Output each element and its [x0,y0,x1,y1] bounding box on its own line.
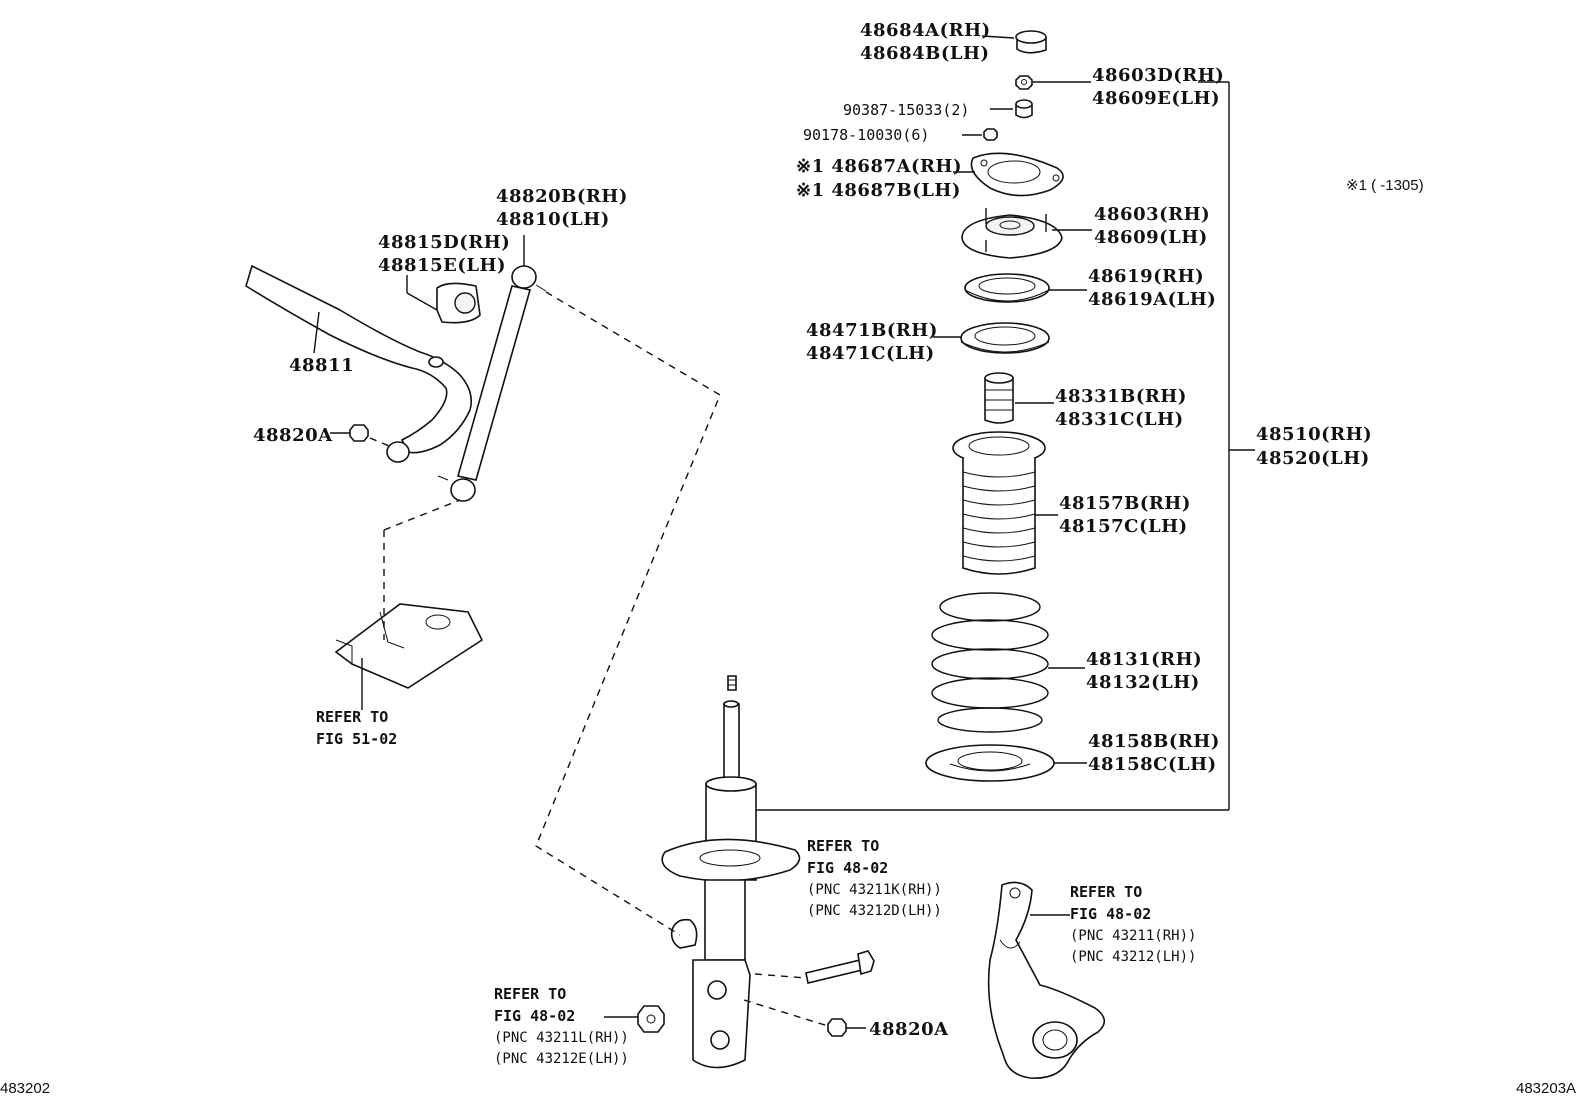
refer-to-label: FIG 48-02 [807,859,888,877]
part-label: 48510(RH) [1256,424,1372,445]
part-label: 48619A(LH) [1088,289,1216,310]
pnc-label: (PNC 43211(RH)) [1070,928,1196,944]
part-label: 48132(LH) [1086,672,1200,693]
part-label: 48520(LH) [1256,448,1370,469]
cushion-part [1015,99,1033,119]
pnc-label: (PNC 43212E(LH)) [494,1051,629,1067]
assembly-bracket [740,82,1255,811]
part-label: 48684A(RH) [860,20,991,41]
pnc-label: (PNC 43211L(RH)) [494,1030,629,1046]
figure-id-left: 483202 [0,1080,50,1097]
bushing-part [386,441,410,463]
bushing-part [436,282,481,324]
dashed-line [369,437,395,449]
leader-line [406,292,438,311]
part-label: 48158C(LH) [1088,754,1217,775]
steering-knuckle-part [987,881,1106,1079]
dust-seal-part [970,152,1064,197]
part-label: 48820B(RH) [496,186,628,207]
leader-line [313,311,320,354]
bushing-part [428,356,444,368]
refer-to-label: REFER TO [1070,883,1142,901]
nut-part [827,1018,847,1037]
dashed-line [535,291,721,936]
part-label: 48684B(LH) [860,43,990,64]
part-label: 48820A [253,425,333,446]
dashed-line [383,499,461,531]
spring-insulator-part [964,273,1050,303]
dust-cap-part [1015,30,1047,54]
dust-boot-part [952,431,1046,575]
nut-part [349,424,369,442]
refer-to-label: FIG 48-02 [494,1007,575,1025]
nut-part [637,1005,665,1033]
nut-part [1015,75,1033,90]
part-label: 48815D(RH) [378,232,510,253]
dashed-line [743,999,829,1027]
refer-to-label: REFER TO [494,985,566,1003]
part-label: 48810(LH) [496,209,610,230]
part-label: 48331B(RH) [1055,386,1187,407]
bound-stopper-part [984,372,1014,424]
bracket-part [334,603,484,689]
coil-spring-part [931,592,1049,733]
part-label: 48157B(RH) [1059,493,1191,514]
stabilizer-bar-part [245,264,473,454]
pnc-label: (PNC 43212(LH)) [1070,949,1196,965]
part-label: 48157C(LH) [1059,516,1188,537]
part-label: 48815E(LH) [378,255,506,276]
leader-line [981,35,1015,39]
part-label: 48609E(LH) [1092,88,1220,109]
dashed-line [754,973,807,979]
bearing-part [960,322,1050,354]
part-label: 90387-15033(2) [843,101,969,119]
refer-to-label: FIG 51-02 [316,730,397,748]
support-part [961,208,1063,259]
part-label: 48609(LH) [1094,227,1208,248]
lower-insulator-part [925,744,1055,782]
part-label: 48619(RH) [1088,266,1204,287]
part-label: 48603D(RH) [1092,65,1224,86]
applicability-note: ※1 ( -1305) [1346,177,1424,194]
part-label: 48131(RH) [1086,649,1202,670]
part-label: ※1 48687A(RH) [796,156,962,177]
bolt-part [805,950,875,984]
refer-to-label: FIG 48-02 [1070,905,1151,923]
pnc-label: (PNC 43212D(LH)) [807,903,942,919]
part-label: 48471C(LH) [806,343,935,364]
figure-id-right: 483203A [1516,1080,1576,1097]
part-label: 48158B(RH) [1088,731,1220,752]
part-label: 90178-10030(6) [803,126,929,144]
part-label: 48331C(LH) [1055,409,1184,430]
part-label: 48603(RH) [1094,204,1210,225]
refer-to-label: REFER TO [807,837,879,855]
part-label: 48811 [289,355,354,376]
stabilizer-link-part [437,265,547,502]
nut-part [983,128,998,141]
part-label: ※1 48687B(LH) [796,180,961,201]
shock-absorber-part [661,675,801,1069]
refer-to-label: REFER TO [316,708,388,726]
part-label: 48471B(RH) [806,320,938,341]
pnc-label: (PNC 43211K(RH)) [807,882,942,898]
part-label: 48820A [869,1019,949,1040]
